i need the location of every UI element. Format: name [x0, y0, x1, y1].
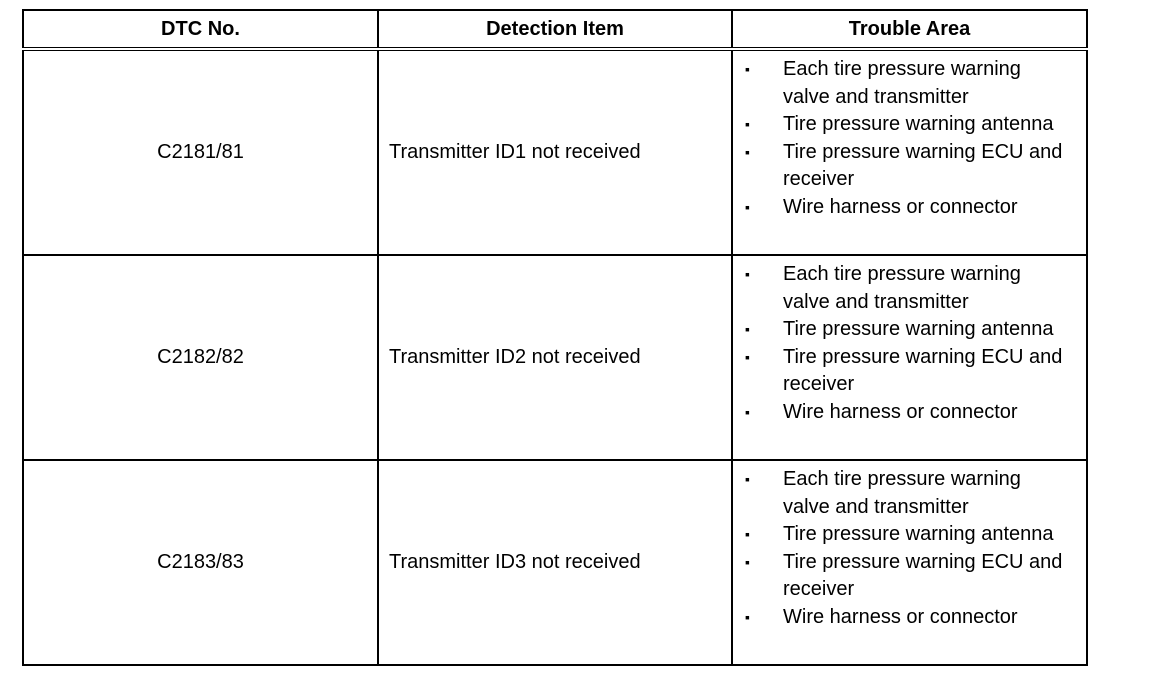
trouble-text: Tire pressure warning antenna: [783, 113, 1054, 135]
detection-item: Transmitter ID1 not received: [377, 47, 733, 257]
list-item: ▪ Tire pressure warning ECU and receiver: [733, 139, 1086, 194]
trouble-text: Each tire pressure warning valve and tra…: [783, 58, 1021, 108]
bullet-icon: ▪: [745, 116, 750, 132]
trouble-list: ▪ Each tire pressure warning valve and t…: [733, 261, 1086, 426]
bullet-icon: ▪: [745, 553, 750, 570]
bullet-icon: ▪: [745, 198, 750, 215]
header-trouble-area: Trouble Area: [731, 10, 1088, 51]
bullet-icon: ▪: [745, 61, 750, 77]
bullet-icon: ▪: [745, 608, 750, 625]
bullet-icon: ▪: [745, 348, 750, 365]
trouble-text: Tire pressure warning ECU and receiver: [783, 345, 1063, 396]
table-header: DTC No. Detection Item Trouble Area: [22, 10, 1088, 51]
list-item: ▪ Each tire pressure warning valve and t…: [733, 261, 1086, 316]
header-detection-item: Detection Item: [377, 10, 733, 51]
list-item: ▪ Tire pressure warning antenna: [733, 316, 1086, 344]
trouble-text: Tire pressure warning antenna: [783, 318, 1054, 341]
trouble-list: ▪ Each tire pressure warning valve and t…: [733, 56, 1086, 221]
list-item: ▪ Tire pressure warning antenna: [733, 521, 1086, 549]
dtc-code: C2181/81: [22, 47, 379, 257]
header-dtc-no: DTC No.: [22, 10, 379, 51]
list-item: ▪ Wire harness or connector: [733, 399, 1086, 427]
list-item: ▪ Wire harness or connector: [733, 604, 1086, 632]
trouble-text: Each tire pressure warning valve and tra…: [783, 468, 1021, 518]
dtc-table: DTC No. Detection Item Trouble Area C218…: [22, 9, 1088, 666]
list-item: ▪ Each tire pressure warning valve and t…: [733, 56, 1086, 111]
trouble-list: ▪ Each tire pressure warning valve and t…: [733, 466, 1086, 631]
list-item: ▪ Tire pressure warning antenna: [733, 111, 1086, 139]
bullet-icon: ▪: [745, 266, 750, 283]
bullet-icon: ▪: [745, 403, 750, 420]
bullet-icon: ▪: [745, 321, 750, 338]
list-item: ▪ Tire pressure warning ECU and receiver: [733, 344, 1086, 399]
bullet-icon: ▪: [745, 526, 750, 543]
table-row: C2183/83 Transmitter ID3 not received ▪ …: [22, 459, 1088, 666]
list-item: ▪ Each tire pressure warning valve and t…: [733, 466, 1086, 521]
dtc-code: C2183/83: [22, 459, 379, 666]
list-item: ▪ Wire harness or connector: [733, 194, 1086, 222]
trouble-text: Wire harness or connector: [783, 605, 1018, 628]
trouble-text: Tire pressure warning ECU and receiver: [783, 140, 1063, 191]
trouble-area: ▪ Each tire pressure warning valve and t…: [731, 459, 1088, 666]
bullet-icon: ▪: [745, 143, 750, 160]
trouble-text: Tire pressure warning ECU and receiver: [783, 550, 1063, 601]
trouble-text: Each tire pressure warning valve and tra…: [783, 263, 1021, 313]
list-item: ▪ Tire pressure warning ECU and receiver: [733, 549, 1086, 604]
detection-item: Transmitter ID3 not received: [377, 459, 733, 666]
trouble-area: ▪ Each tire pressure warning valve and t…: [731, 47, 1088, 257]
bullet-icon: ▪: [745, 471, 750, 488]
trouble-text: Wire harness or connector: [783, 195, 1018, 218]
table-row: C2181/81 Transmitter ID1 not received ▪ …: [22, 47, 1088, 257]
header-row: DTC No. Detection Item Trouble Area: [22, 10, 1088, 51]
detection-item: Transmitter ID2 not received: [377, 254, 733, 462]
trouble-text: Wire harness or connector: [783, 400, 1018, 423]
trouble-area: ▪ Each tire pressure warning valve and t…: [731, 254, 1088, 462]
trouble-text: Tire pressure warning antenna: [783, 523, 1054, 546]
table-row: C2182/82 Transmitter ID2 not received ▪ …: [22, 254, 1088, 462]
table-body: C2181/81 Transmitter ID1 not received ▪ …: [22, 47, 1088, 666]
dtc-code: C2182/82: [22, 254, 379, 462]
